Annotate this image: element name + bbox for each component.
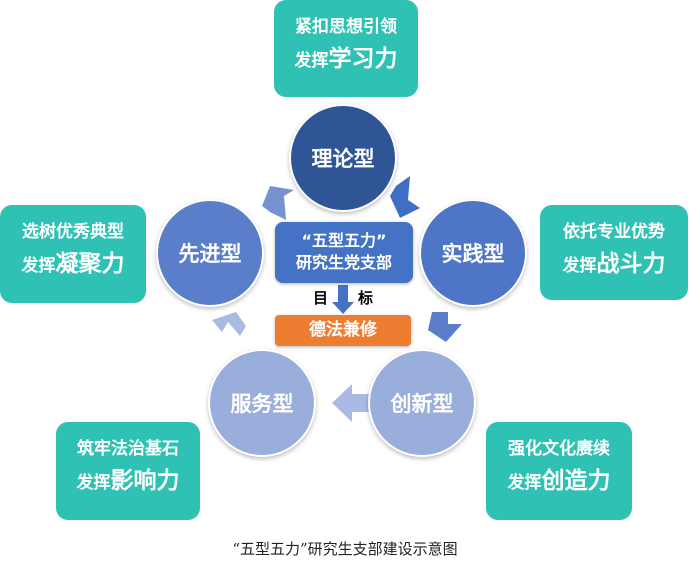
box-power: 发挥学习力 xyxy=(294,46,398,72)
arrow-icon xyxy=(390,176,420,218)
box-line: 筑牢法治基石 xyxy=(77,439,179,459)
center-name: 研究生党支部 xyxy=(295,253,392,272)
info-box-study: 紧扣思想引领发挥学习力 xyxy=(274,0,418,97)
info-box-cohesion: 选树优秀典型发挥凝聚力 xyxy=(0,205,146,303)
box-line: 紧扣思想引领 xyxy=(295,17,397,37)
goal-arrow-icon xyxy=(332,285,354,314)
arrow-icon xyxy=(262,186,294,220)
arrow-icon xyxy=(212,312,246,336)
center-quote: “五型五力” xyxy=(301,231,387,250)
box-power: 发挥凝聚力 xyxy=(21,251,125,277)
info-box-fight: 依托专业优势发挥战斗力 xyxy=(540,205,688,300)
info-box-influence: 筑牢法治基石发挥影响力 xyxy=(56,422,200,520)
box-power: 发挥战斗力 xyxy=(562,251,666,277)
info-box-create: 强化文化赓续发挥创造力 xyxy=(486,422,632,520)
center-box: “五型五力” 研究生党支部 xyxy=(275,222,413,283)
box-line: 选树优秀典型 xyxy=(22,222,124,242)
box-line: 强化文化赓续 xyxy=(508,439,610,459)
figure-caption: “五型五力”研究生支部建设示意图 xyxy=(232,540,458,558)
circle-service: 服务型 xyxy=(208,349,316,457)
circle-advanced: 先进型 xyxy=(156,199,264,307)
arrow-icon xyxy=(428,312,462,342)
goal-label-right: 标 xyxy=(358,289,374,307)
arrow-icon xyxy=(332,384,370,422)
box-line: 依托专业优势 xyxy=(563,222,665,242)
circle-innovation: 创新型 xyxy=(368,349,476,457)
box-power: 发挥创造力 xyxy=(507,468,611,494)
circle-theory: 理论型 xyxy=(289,104,397,212)
target-box: 德法兼修 xyxy=(275,315,411,346)
box-power: 发挥影响力 xyxy=(76,468,180,494)
goal-label-left: 目 xyxy=(313,289,329,307)
circle-practice: 实践型 xyxy=(419,199,527,307)
